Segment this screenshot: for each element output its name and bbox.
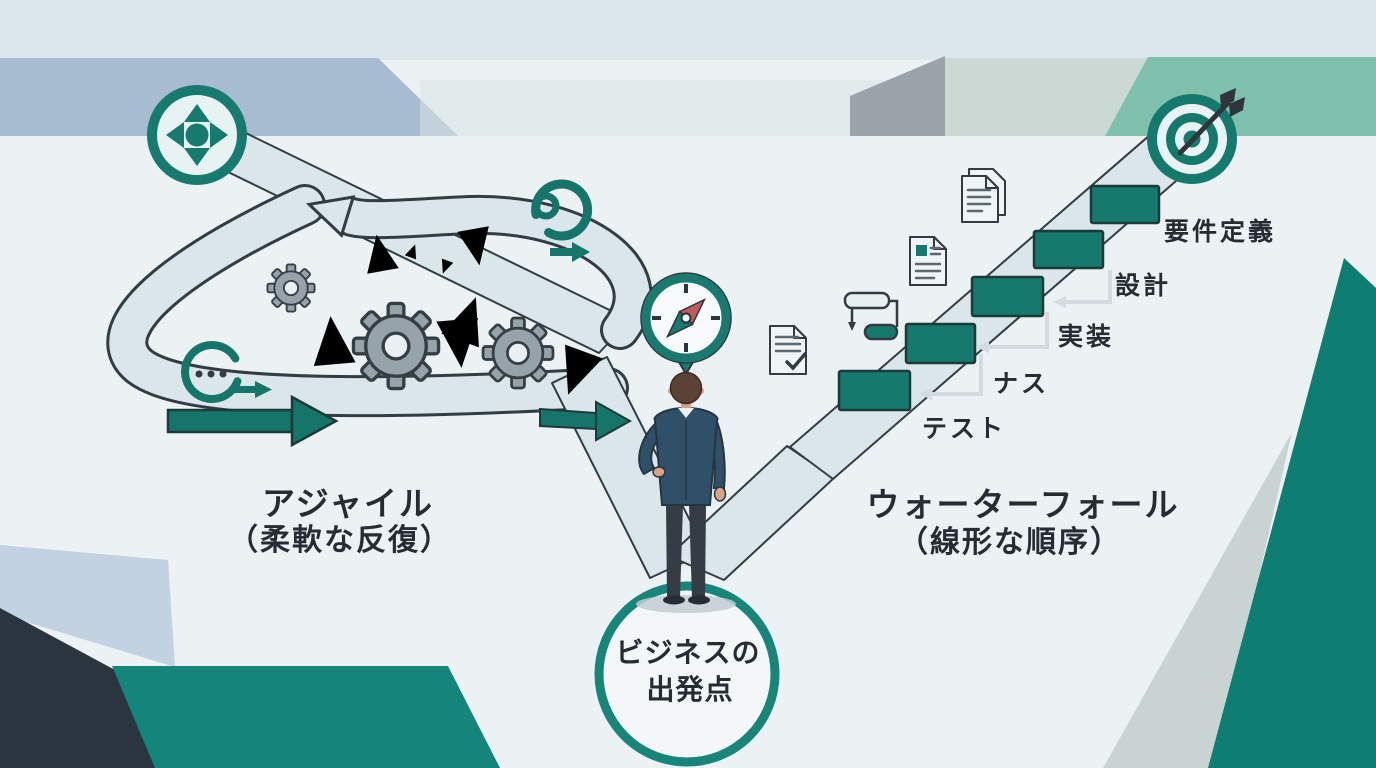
figure-head: [669, 371, 703, 405]
step-label-design: 設計: [1114, 271, 1172, 300]
gear-icon: [481, 316, 555, 390]
agile-title: アジャイル: [261, 484, 435, 523]
spec-document-icon: [909, 236, 947, 286]
compass-bubble-icon: [640, 272, 732, 376]
step-label-test: テスト: [921, 414, 1007, 443]
gear-icon: [351, 301, 441, 391]
gear-icon: [266, 263, 316, 313]
waterfall-step: [904, 322, 977, 365]
loopback-arrowhead: [305, 195, 356, 238]
forward-arrow: [166, 394, 339, 448]
start-point-line1: ビジネスの: [615, 636, 761, 669]
figure-shadow: [636, 595, 736, 613]
agile-cluster: [166, 179, 633, 448]
step-label-implement: 実装: [1057, 322, 1115, 351]
waterfall-step: [970, 275, 1045, 318]
businessman-figure: [636, 371, 736, 613]
agile-subtitle: （柔軟な反復）: [228, 523, 452, 558]
waterfall-step: [1089, 184, 1161, 225]
fork-feed-arrow: [539, 400, 633, 442]
start-point-line2: 出発点: [646, 673, 734, 706]
waterfall-step: [837, 369, 912, 412]
sprint-cycle-dots-icon: [181, 341, 272, 403]
step-label-nasu: ナス: [992, 369, 1050, 398]
waterfall-step: [1032, 229, 1105, 270]
documents-stack-icon: [961, 168, 1006, 223]
waterfall-subtitle: （線形な順序）: [898, 525, 1122, 560]
dpad-icon: [147, 85, 247, 185]
waterfall-title: ウォーターフォール: [866, 485, 1180, 524]
checked-document-icon: [769, 325, 807, 375]
mini-flow-icon: [843, 291, 899, 341]
sprint-cycle-icon: [531, 179, 593, 262]
waterfall-sequence: [769, 168, 1161, 412]
start-point-circle: [594, 581, 780, 767]
target-icon: [1147, 88, 1245, 184]
step-label-requirements: 要件定義: [1163, 217, 1277, 246]
